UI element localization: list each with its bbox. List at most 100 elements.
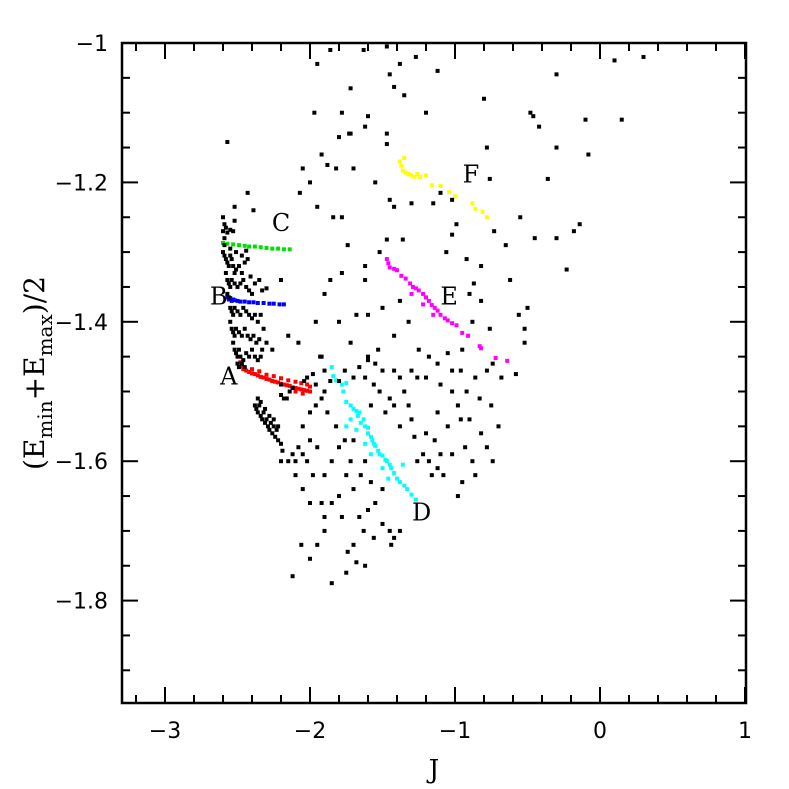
data-point-background xyxy=(337,379,341,384)
data-point-A xyxy=(293,379,298,384)
data-point-background xyxy=(325,410,330,415)
data-point-background xyxy=(339,271,344,276)
data-point-A xyxy=(300,391,305,396)
data-point-D xyxy=(380,466,385,471)
data-point-background xyxy=(347,131,352,136)
data-point-background xyxy=(445,424,450,429)
data-point-background xyxy=(270,347,275,352)
data-point-background xyxy=(264,417,269,422)
data-point-D xyxy=(402,483,407,488)
data-point-background xyxy=(225,260,230,265)
data-point-background xyxy=(363,124,368,129)
data-point-background xyxy=(402,93,407,98)
data-point-background xyxy=(516,312,521,317)
series-label-E: E xyxy=(440,282,458,310)
data-point-background xyxy=(232,204,237,209)
data-point-A xyxy=(273,379,278,384)
data-point-background xyxy=(241,358,246,363)
data-point-background xyxy=(290,574,295,579)
data-point-background xyxy=(473,375,478,380)
data-point-background xyxy=(554,72,559,77)
data-point-background xyxy=(239,253,244,258)
data-point-background xyxy=(300,166,305,171)
data-point-background xyxy=(223,257,228,262)
data-point-background xyxy=(231,312,236,317)
data-point-background xyxy=(279,441,283,446)
data-point-background xyxy=(363,563,368,568)
data-point-background xyxy=(373,180,378,185)
data-point-background xyxy=(351,542,356,547)
data-point-background xyxy=(315,445,320,450)
data-point-background xyxy=(337,135,341,140)
data-point-background xyxy=(377,250,382,255)
data-point-background xyxy=(305,459,310,464)
data-point-background xyxy=(221,250,225,255)
data-point-background xyxy=(415,459,420,464)
data-point-background xyxy=(234,351,239,356)
data-point-F xyxy=(397,159,402,164)
data-point-A xyxy=(258,374,263,379)
data-point-background xyxy=(363,277,368,282)
data-point-background xyxy=(473,473,478,478)
series-label-F: F xyxy=(463,160,480,188)
data-point-background xyxy=(354,560,359,565)
data-point-background xyxy=(265,424,270,429)
data-point-background xyxy=(308,180,312,185)
data-point-background xyxy=(460,347,465,352)
data-point-background xyxy=(470,459,475,464)
data-point-background xyxy=(371,535,376,540)
data-point-D xyxy=(366,431,370,436)
data-point-B xyxy=(242,299,247,304)
data-point-background xyxy=(464,257,469,262)
data-point-background xyxy=(455,403,460,408)
data-point-background xyxy=(490,361,495,366)
data-point-background xyxy=(424,110,428,115)
data-point-background xyxy=(264,340,269,345)
data-point-D xyxy=(348,403,353,408)
data-point-background xyxy=(450,197,455,202)
data-point-background xyxy=(454,222,459,227)
y-tick-label: −1.8 xyxy=(55,590,108,615)
data-point-A xyxy=(305,388,310,393)
data-point-background xyxy=(271,424,276,429)
data-point-background xyxy=(313,382,318,387)
data-point-A xyxy=(270,379,275,384)
data-point-background xyxy=(231,264,236,269)
data-point-background xyxy=(397,528,402,533)
data-point-A xyxy=(271,374,276,379)
data-point-background xyxy=(450,368,455,373)
data-point-background xyxy=(545,176,550,181)
data-point-E xyxy=(409,291,414,296)
data-point-background xyxy=(612,58,617,63)
data-point-background xyxy=(337,494,341,499)
data-point-background xyxy=(361,528,366,533)
data-point-background xyxy=(409,417,414,422)
data-point-background xyxy=(252,354,257,359)
data-point-background xyxy=(244,248,249,253)
data-point-E xyxy=(403,276,408,281)
data-point-E xyxy=(493,356,498,361)
data-point-background xyxy=(329,501,334,506)
data-point-D xyxy=(354,427,359,432)
data-point-F xyxy=(406,172,411,177)
data-point-background xyxy=(438,382,443,387)
data-point-background xyxy=(415,375,420,380)
data-point-background xyxy=(252,281,257,286)
data-point-background xyxy=(344,473,349,478)
data-point-background xyxy=(251,208,256,213)
data-point-background xyxy=(235,361,240,366)
data-point-background xyxy=(313,403,318,408)
data-point-background xyxy=(445,351,450,356)
data-point-background xyxy=(380,305,385,310)
data-point-background xyxy=(387,72,392,77)
data-point-background xyxy=(357,365,362,370)
data-point-background xyxy=(373,361,378,366)
data-point-background xyxy=(228,246,233,251)
data-point-background xyxy=(416,347,421,352)
data-point-background xyxy=(242,326,247,331)
x-tick-label: −3 xyxy=(149,719,181,744)
plot-frame xyxy=(120,41,748,705)
data-point-D xyxy=(344,424,349,429)
data-point-B xyxy=(232,298,237,303)
data-point-background xyxy=(235,284,240,289)
